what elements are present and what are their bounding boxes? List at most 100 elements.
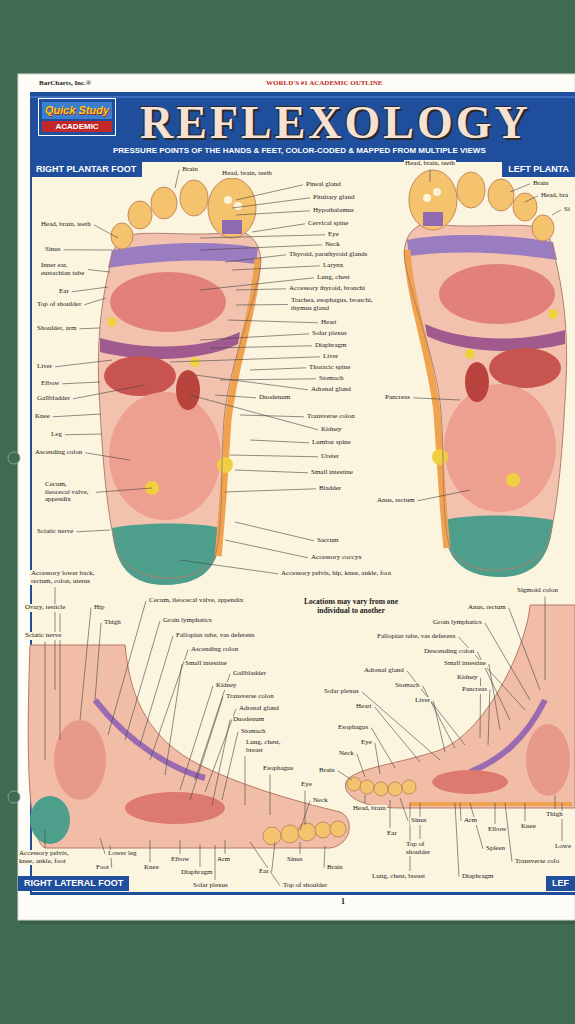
leader-line bbox=[300, 801, 310, 830]
part-label: Anus, rectum bbox=[376, 497, 416, 505]
toe bbox=[374, 782, 388, 796]
leader-line bbox=[165, 664, 182, 775]
leader-line bbox=[410, 803, 411, 871]
leader-line bbox=[455, 803, 459, 877]
part-label: Adrenal gland bbox=[363, 667, 405, 675]
part-label: Accessory lower back, rectum, colon, ute… bbox=[30, 570, 110, 585]
leader-line bbox=[225, 540, 308, 558]
part-label: Ascending colon bbox=[34, 449, 83, 457]
leader-line bbox=[125, 621, 160, 740]
part-label: Neck bbox=[324, 241, 341, 249]
leader-line bbox=[509, 608, 540, 690]
leader-line bbox=[200, 845, 201, 867]
leader-line bbox=[190, 395, 318, 430]
part-label: Brain bbox=[326, 864, 344, 872]
page-number: 1 bbox=[340, 898, 346, 907]
leader-line bbox=[85, 453, 130, 460]
part-label: Elbow bbox=[487, 826, 507, 834]
part-label: Head, brain, teeth bbox=[40, 221, 92, 229]
part-label: Esophagus bbox=[337, 724, 369, 732]
part-label: Thyroid, parathyroid glands bbox=[288, 251, 368, 259]
part-label: Ear bbox=[58, 288, 70, 296]
part-label: Ureter bbox=[320, 453, 340, 461]
foot-side bbox=[28, 645, 349, 848]
leader-line bbox=[250, 368, 306, 370]
leader-line bbox=[525, 196, 538, 202]
leader-line bbox=[222, 732, 238, 800]
leader-line bbox=[225, 255, 286, 262]
part-label: Transverse colon bbox=[306, 413, 356, 421]
leader-line bbox=[150, 840, 151, 862]
leader-line bbox=[250, 440, 309, 443]
leader-line bbox=[400, 798, 408, 821]
leader-line bbox=[190, 697, 223, 800]
leader-line bbox=[195, 375, 308, 390]
part-label: Lowe bbox=[554, 843, 572, 851]
part-label: Liver bbox=[414, 697, 431, 705]
note-text: Locations may vary from one individual t… bbox=[295, 598, 407, 615]
leader-line bbox=[73, 385, 145, 399]
part-label: Ovary, testicle bbox=[24, 604, 66, 612]
leader-line bbox=[252, 224, 305, 232]
foot-side bbox=[345, 605, 575, 808]
part-label: Ascending colon bbox=[190, 646, 239, 654]
part-label: Shoulder, arm bbox=[36, 325, 77, 333]
frame-line bbox=[30, 892, 575, 895]
part-label: Stomach bbox=[240, 728, 267, 736]
part-label: Lung, chest, breast bbox=[245, 739, 285, 754]
leader-line bbox=[95, 623, 101, 700]
punch-hole bbox=[8, 452, 20, 464]
toe-point bbox=[224, 196, 232, 204]
leader-line bbox=[365, 795, 366, 803]
part-label: Transverse colon bbox=[225, 693, 275, 701]
part-label: Thigh bbox=[545, 811, 564, 819]
toe bbox=[360, 780, 374, 794]
part-label: Eye bbox=[360, 739, 373, 747]
leader-line bbox=[362, 692, 440, 760]
header-band bbox=[30, 92, 575, 162]
leader-line bbox=[180, 686, 213, 790]
part-label: Foot bbox=[95, 864, 110, 872]
part-label: Solar plexus bbox=[311, 330, 348, 338]
part-label: Brain bbox=[181, 166, 199, 174]
neck-zone bbox=[108, 243, 258, 268]
node-heading: Quick Study bbox=[42, 102, 112, 119]
leader-line bbox=[225, 840, 226, 854]
part-label: Adrenal gland bbox=[310, 386, 352, 394]
leader-line bbox=[430, 170, 431, 183]
part-label: Small intestine bbox=[184, 660, 228, 668]
leader-line bbox=[489, 664, 500, 730]
section-band: RIGHT LATERAL FOOT bbox=[18, 876, 129, 891]
leader-line bbox=[212, 720, 230, 805]
part-label: Kidney bbox=[320, 426, 343, 434]
laminated-sheet bbox=[18, 74, 575, 920]
part-label: Pituitary gland bbox=[312, 194, 355, 202]
part-label: Accessory thyroid, bronchi bbox=[288, 285, 366, 293]
leader-line bbox=[390, 800, 391, 828]
leader-line bbox=[272, 842, 275, 872]
part-label: Ear bbox=[258, 868, 270, 876]
part-label: Liver bbox=[322, 353, 339, 361]
part-label: Top of shoulder bbox=[282, 882, 328, 890]
liver-zone bbox=[104, 356, 176, 396]
part-label: Accessory coccyx bbox=[310, 554, 363, 562]
leader-line bbox=[76, 530, 110, 532]
toe bbox=[347, 777, 361, 791]
heel-zone bbox=[112, 524, 220, 586]
leader-line bbox=[485, 623, 530, 700]
part-label: Fallopian tube, vas deferens bbox=[175, 632, 256, 640]
leader-line bbox=[371, 728, 395, 768]
part-label: Top of shoulder bbox=[36, 301, 82, 309]
part-label: Pancreas bbox=[384, 394, 411, 402]
part-label: Pancreas bbox=[461, 686, 488, 694]
part-label: Bladder bbox=[318, 485, 342, 493]
leader-line bbox=[45, 830, 46, 848]
leader-line bbox=[488, 690, 490, 745]
part-label: Anus, rectum bbox=[467, 604, 507, 612]
part-label: Cervical spine bbox=[307, 220, 349, 228]
leader-line bbox=[250, 842, 280, 886]
part-label: Sinus bbox=[410, 817, 428, 825]
leader-line bbox=[235, 522, 314, 541]
part-label: Ear bbox=[386, 830, 398, 838]
toe bbox=[281, 825, 299, 843]
